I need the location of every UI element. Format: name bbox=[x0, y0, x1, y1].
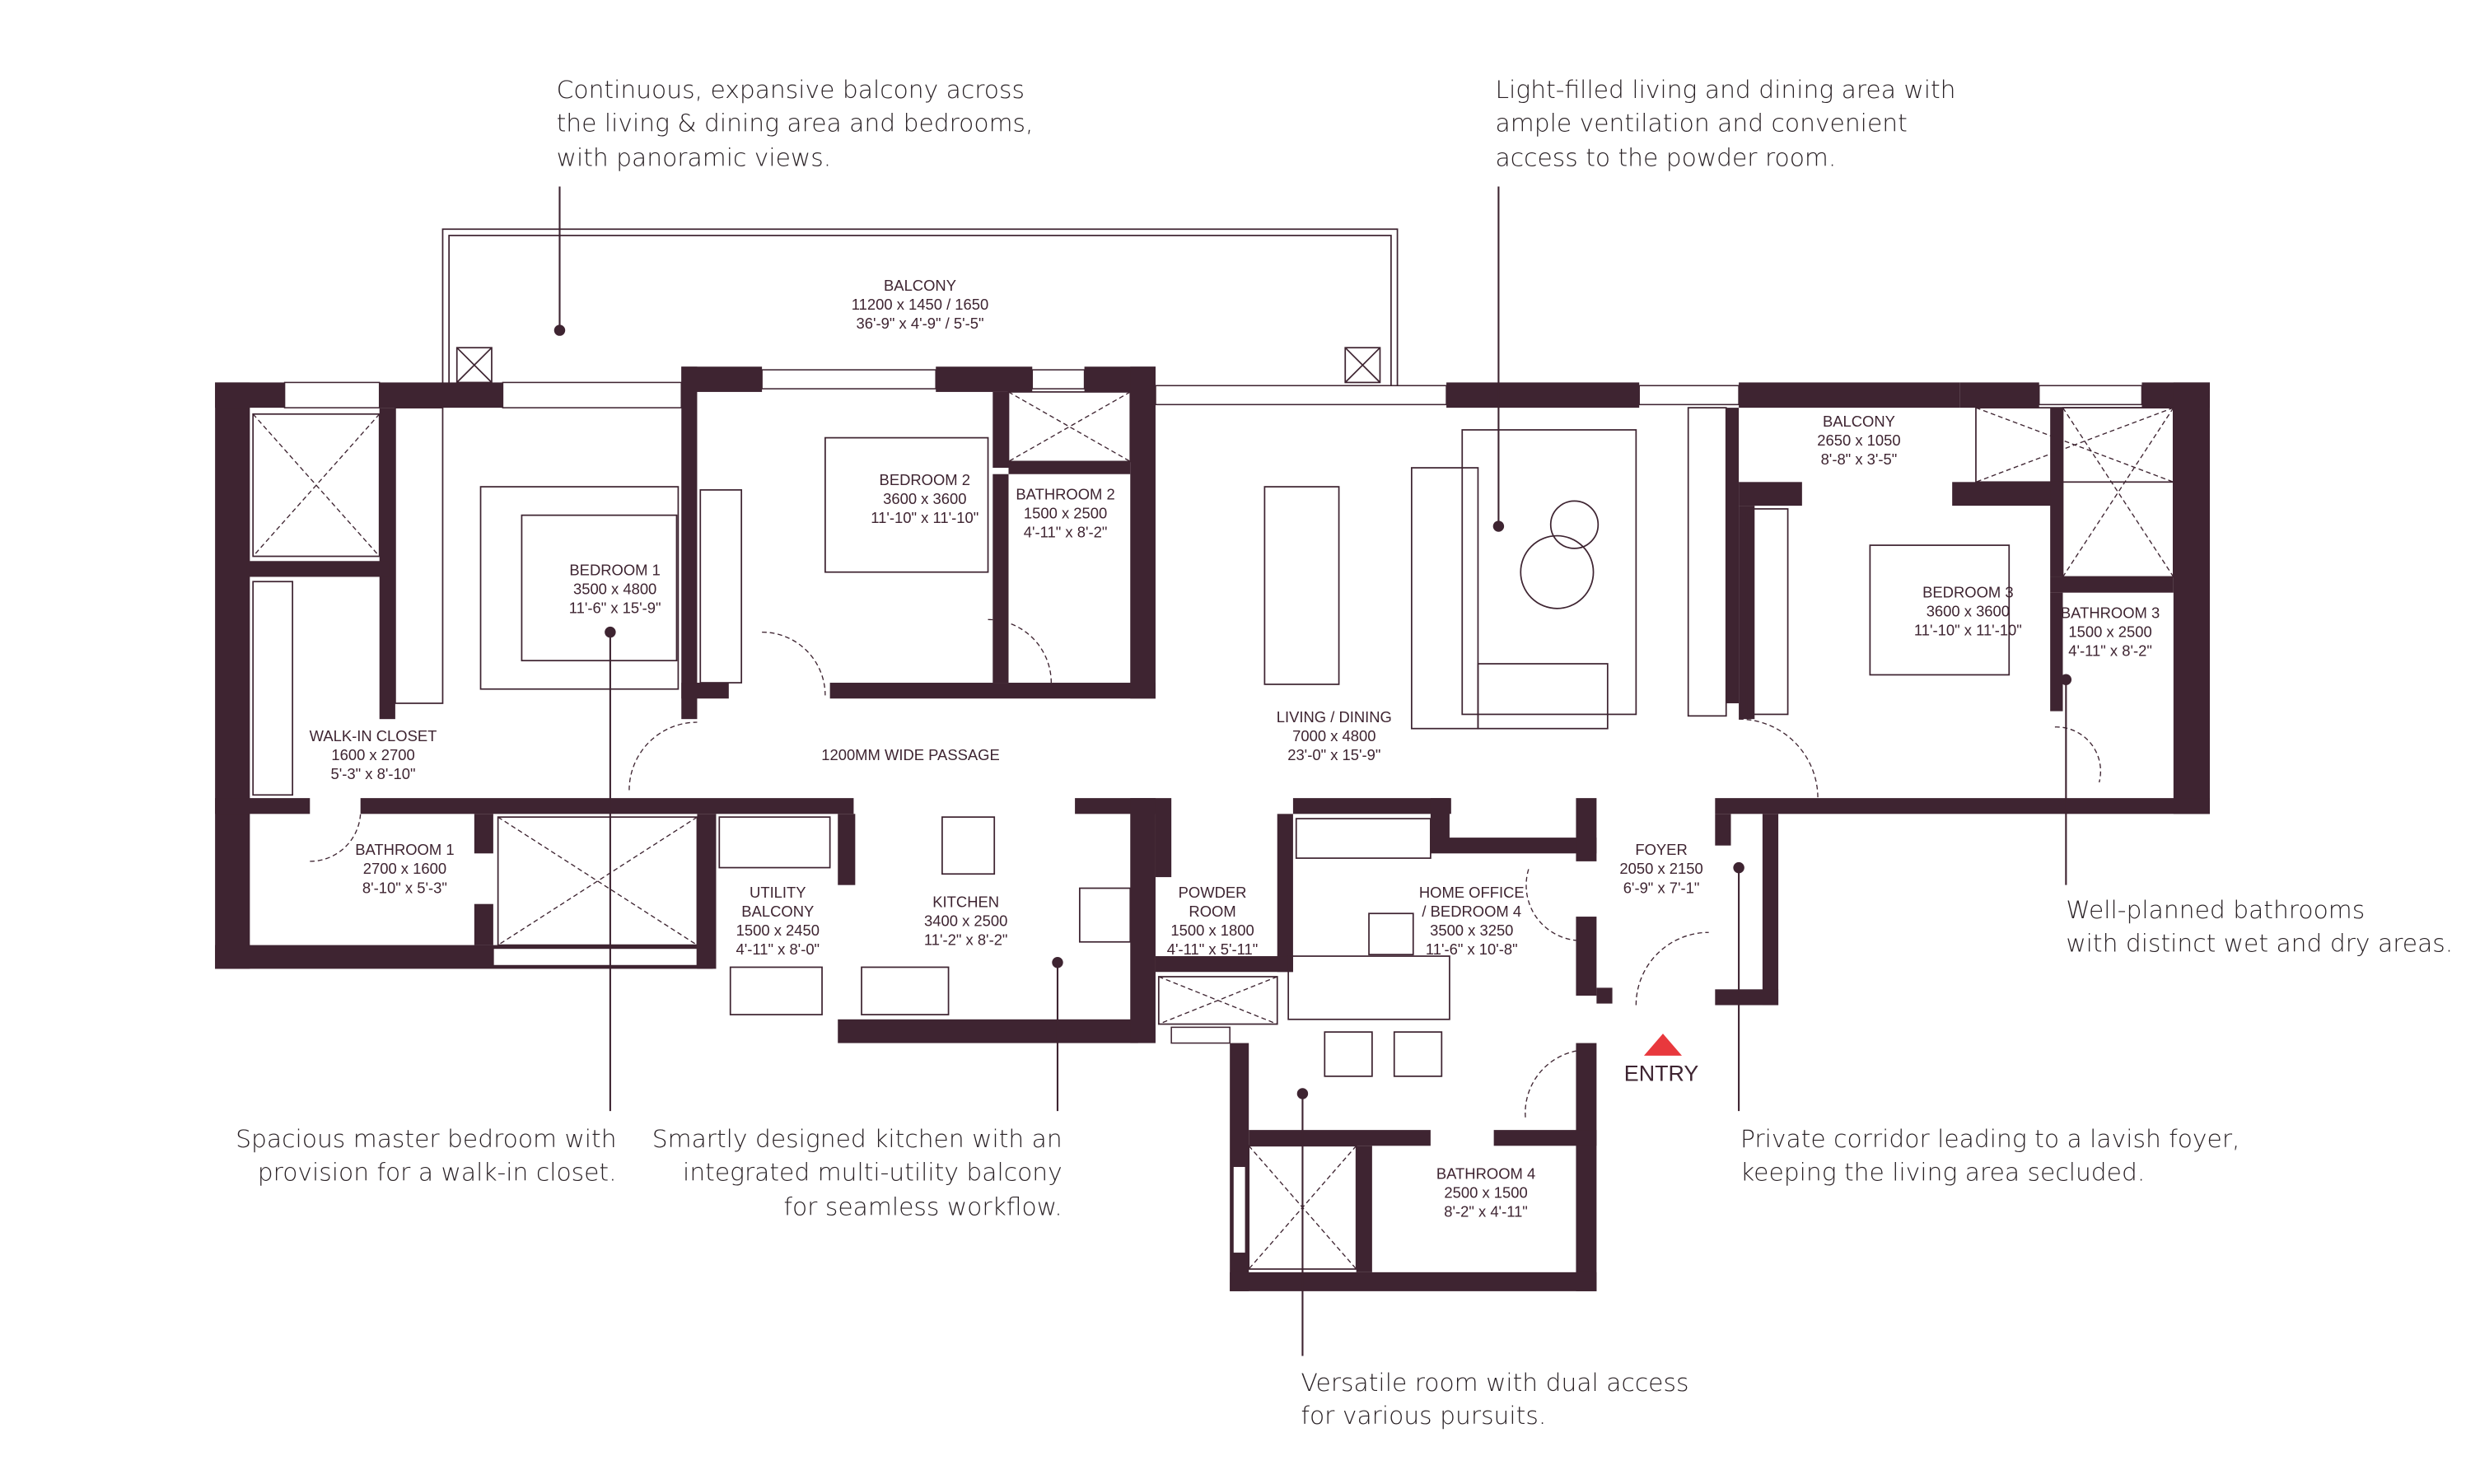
entry-arrow-icon bbox=[1643, 1034, 1683, 1056]
windows bbox=[283, 369, 2143, 1254]
room-label-passage: 1200MM WIDE PASSAGE bbox=[821, 746, 1000, 763]
annotation-corridor: Private corridor leading to a lavish foy… bbox=[1740, 1125, 2240, 1187]
leader-lines bbox=[553, 186, 2072, 1356]
entry-label: ENTRY bbox=[1624, 1062, 1699, 1086]
annotation-living: Light-filled living and dining area with… bbox=[1496, 76, 1956, 173]
walls bbox=[215, 366, 2210, 1291]
